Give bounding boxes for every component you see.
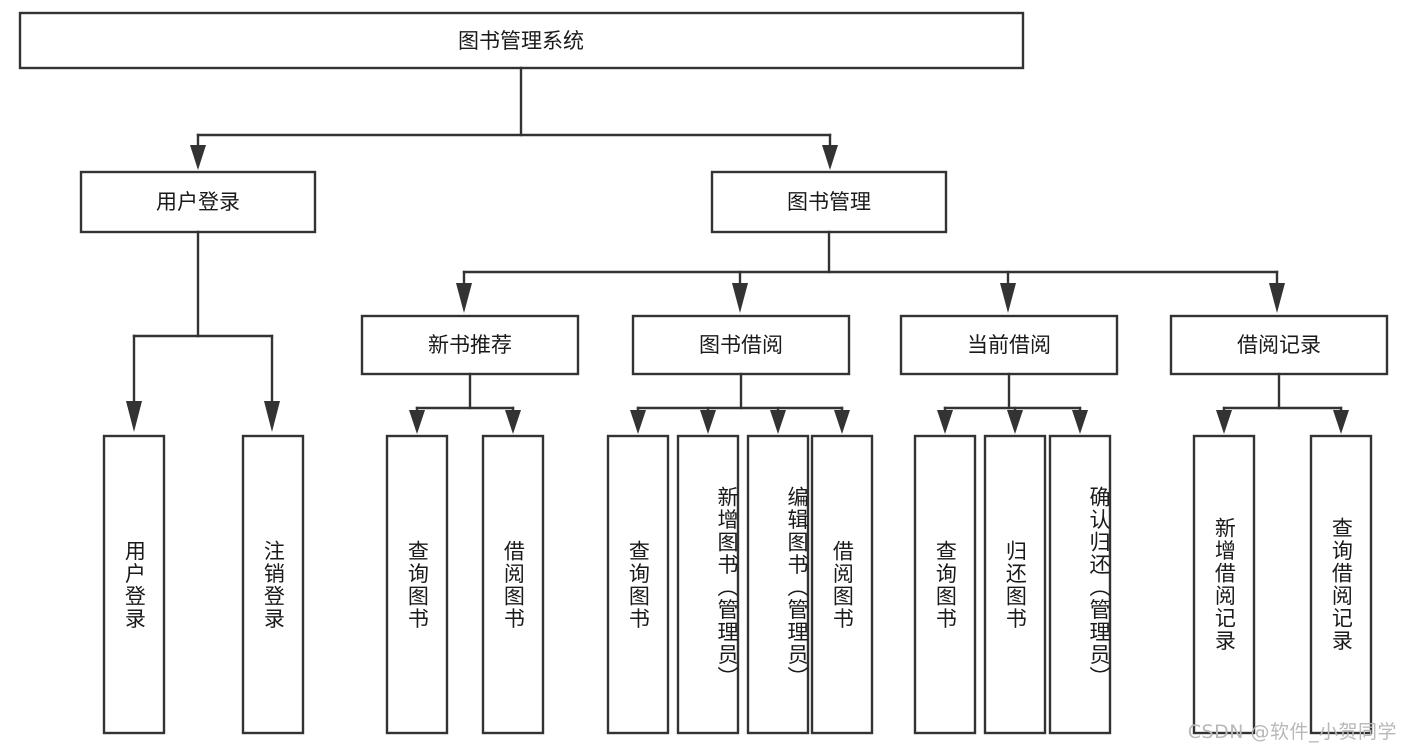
node-box-leaf-logout[interactable] <box>241 434 305 735</box>
node-label-leaf-confirm-return: 确认归还（管理员） <box>1087 486 1111 689</box>
arrow-head-leaf-book-borrow-3 <box>770 410 786 434</box>
node-box-leaf-borrow-book-1[interactable] <box>481 434 545 735</box>
node-label-leaf-query-book-2: 查询图书 <box>626 539 651 630</box>
node-box-leaf-user-login[interactable] <box>102 434 166 735</box>
arrow-head-leaf-current-borrow-2 <box>1007 410 1023 434</box>
node-label-leaf-query-book-3: 查询图书 <box>933 539 958 630</box>
node-box-leaf-query-book-3[interactable] <box>913 434 977 735</box>
arrow-head-book-manage <box>822 145 838 170</box>
node-label-leaf-borrow-book-2: 借阅图书 <box>830 539 855 630</box>
arrow-head-leaf-new-book-2 <box>505 410 521 434</box>
node-label-leaf-query-record: 查询借阅记录 <box>1329 517 1354 652</box>
node-box-leaf-borrow-book-2[interactable] <box>810 434 874 735</box>
arrow-head-book-borrow <box>732 283 748 313</box>
node-box-leaf-query-record[interactable] <box>1309 434 1373 735</box>
arrow-head-user-login <box>190 145 206 170</box>
node-box-new-book-recommend[interactable] <box>360 314 580 376</box>
node-label-leaf-user-login: 用户登录 <box>122 539 147 630</box>
arrow-head-leaf-borrow-record-1 <box>1216 410 1232 434</box>
node-box-leaf-add-record[interactable] <box>1192 434 1256 735</box>
node-box-leaf-return-book[interactable] <box>983 434 1047 735</box>
node-box-book-borrow[interactable] <box>631 314 851 376</box>
node-box-leaf-add-book[interactable] <box>676 434 740 735</box>
node-label-book-manage: 图书管理 <box>787 190 871 214</box>
arrow-head-leaf-new-book-1 <box>409 410 425 434</box>
node-label-leaf-borrow-book-1: 借阅图书 <box>501 539 526 630</box>
arrow-head-leaf-borrow-record-2 <box>1333 410 1349 434</box>
arrow-head-leaf-book-borrow-2 <box>700 410 716 434</box>
node-box-leaf-confirm-return[interactable] <box>1048 434 1112 735</box>
node-label-leaf-edit-book: 编辑图书（管理员） <box>785 486 809 689</box>
node-label-leaf-add-book: 新增图书（管理员） <box>715 486 739 689</box>
node-label-leaf-add-record: 新增借阅记录 <box>1212 517 1237 652</box>
node-label-current-borrow: 当前借阅 <box>967 333 1051 357</box>
arrow-head-borrow-record <box>1269 283 1285 313</box>
node-label-user-login: 用户登录 <box>156 190 240 214</box>
node-label-new-book-recommend: 新书推荐 <box>428 333 512 357</box>
arrow-head-leaf-user-login-1 <box>126 401 142 432</box>
node-label-borrow-record: 借阅记录 <box>1237 333 1321 357</box>
node-label-book-borrow: 图书借阅 <box>699 333 783 357</box>
arrow-head-leaf-book-borrow-1 <box>630 410 646 434</box>
arrow-head-leaf-current-borrow-3 <box>1072 410 1088 434</box>
node-box-leaf-query-book-2[interactable] <box>606 434 670 735</box>
node-box-leaf-query-book-1[interactable] <box>385 434 449 735</box>
node-label-leaf-query-book-1: 查询图书 <box>405 539 430 630</box>
node-box-leaf-edit-book[interactable] <box>746 434 810 735</box>
node-label-leaf-logout: 注销登录 <box>261 539 286 630</box>
arrow-head-leaf-user-login-2 <box>264 401 280 432</box>
node-label-leaf-return-book: 归还图书 <box>1003 539 1028 630</box>
node-box-root[interactable] <box>18 11 1025 70</box>
arrow-head-leaf-current-borrow-1 <box>937 410 953 434</box>
node-box-current-borrow[interactable] <box>899 314 1119 376</box>
arrow-head-new-book <box>456 283 472 313</box>
arrow-head-current-borrow <box>1000 283 1016 313</box>
arrow-head-leaf-book-borrow-4 <box>834 410 850 434</box>
node-label-root: 图书管理系统 <box>458 29 584 53</box>
csdn-watermark: CSDN @软件_小贺同学 <box>1187 721 1397 743</box>
